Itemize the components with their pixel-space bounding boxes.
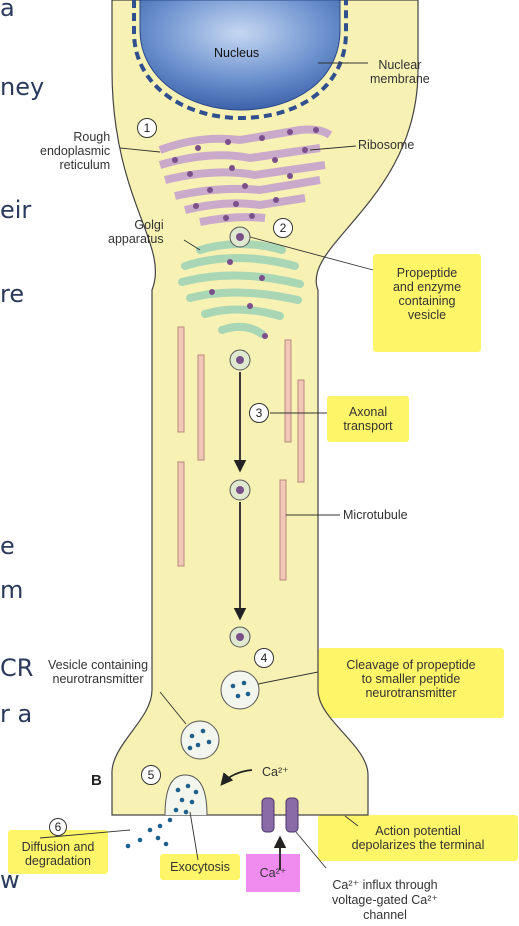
step-5: 5 <box>141 765 161 785</box>
label-ribosome: Ribosome <box>358 138 414 152</box>
label-microtubule: Microtubule <box>343 508 408 522</box>
panel-label-b: B <box>91 774 102 788</box>
step-4: 4 <box>254 648 274 668</box>
label-vesicle-containing: Vesicle containing neurotransmitter <box>48 658 148 686</box>
step-1: 1 <box>137 118 157 138</box>
label-rough-er: Rough endoplasmic reticulum <box>40 130 110 172</box>
step-2: 2 <box>273 218 293 238</box>
label-diffusion: Diffusion and degradation <box>9 840 107 868</box>
label-golgi: Golgi apparatus <box>108 218 164 246</box>
label-propeptide-vesicle: Propeptide and enzyme containing vesicle <box>376 266 478 322</box>
step-3: 3 <box>249 403 269 423</box>
label-exocytosis: Exocytosis <box>161 860 239 874</box>
label-axonal-transport: Axonal transport <box>330 405 406 433</box>
step-6: 6 <box>49 818 67 836</box>
label-ca-channel: Ca²⁺ <box>248 866 298 880</box>
label-ca-influx: Ca²⁺ influx through voltage-gated Ca²⁺ c… <box>310 878 460 923</box>
label-action-potential: Action potential depolarizes the termina… <box>320 824 516 852</box>
label-nucleus: Nucleus <box>214 46 259 60</box>
label-nuclear-membrane: Nuclear membrane <box>370 58 430 86</box>
label-ca-top: Ca²⁺ <box>262 765 289 779</box>
label-cleavage: Cleavage of propeptide to smaller peptid… <box>320 658 502 700</box>
